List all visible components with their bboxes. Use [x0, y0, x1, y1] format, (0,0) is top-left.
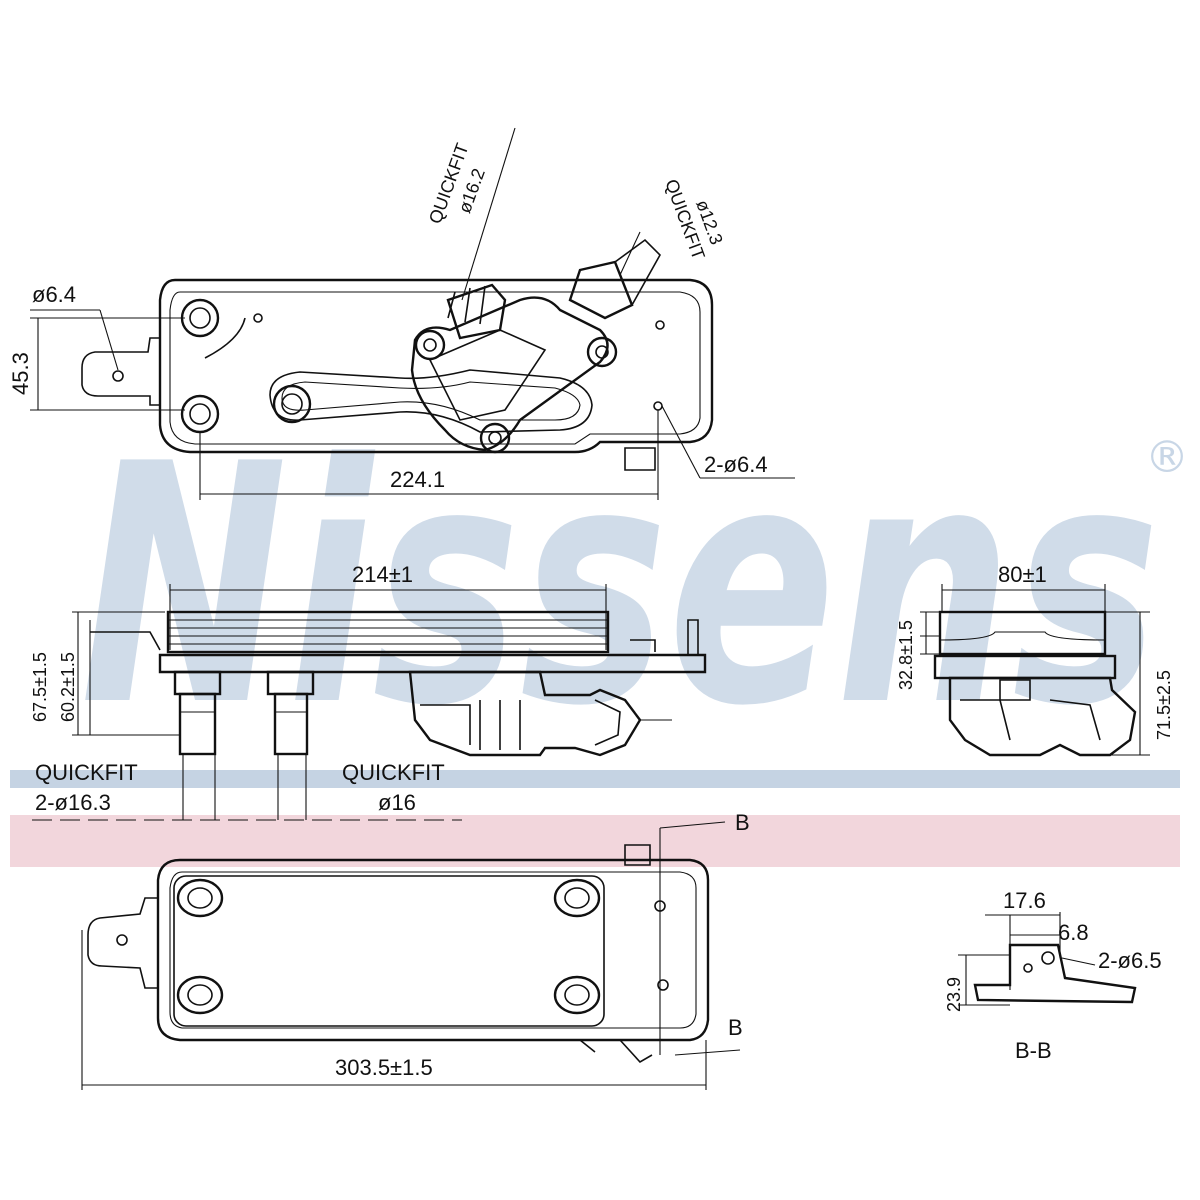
quickfit-left-label: QUICKFIT	[35, 760, 138, 785]
end-height-core: 32.8±1.5	[896, 620, 916, 690]
section-height: 23.9	[944, 977, 964, 1012]
section-bb-annotations: 17.6 6.8 23.9 2-ø6.5 B-B	[944, 888, 1162, 1063]
end-height-total: 71.5±2.5	[1154, 670, 1174, 740]
section-marker-bottom: B	[728, 1015, 743, 1040]
bottom-plate-outline	[156, 858, 710, 1042]
watermark-registered: ®	[1145, 432, 1189, 483]
quickfit-left-size: 2-ø16.3	[35, 790, 111, 815]
end-view	[920, 584, 1150, 757]
section-offset: 6.8	[1058, 920, 1089, 945]
side-view-annotations: 214±1 67.5±1.5 60.2±1.5 QUICKFIT 2-ø16.3…	[30, 562, 445, 815]
top-bolt-spacing: 224.1	[390, 467, 445, 492]
top-holes: 2-ø6.4	[704, 452, 768, 477]
top-view	[30, 127, 795, 500]
side-view	[32, 584, 707, 821]
overall-length: 303.5±1.5	[335, 1055, 433, 1080]
side-height-core: 60.2±1.5	[58, 652, 78, 722]
side-length: 214±1	[352, 562, 413, 587]
end-view-annotations: 80±1 32.8±1.5 71.5±2.5	[896, 562, 1174, 740]
section-title: B-B	[1015, 1038, 1052, 1063]
end-width: 80±1	[998, 562, 1047, 587]
watermark-band-blue	[10, 770, 1180, 788]
top-hole-dia: ø6.4	[32, 282, 76, 307]
section-bb	[958, 912, 1137, 1006]
section-width: 17.6	[1003, 888, 1046, 913]
top-height: 45.3	[8, 352, 33, 395]
section-holes: 2-ø6.5	[1098, 948, 1162, 973]
watermark: Nissens ®	[10, 394, 1189, 867]
watermark-band-pink	[10, 815, 1180, 867]
section-marker-top: B	[735, 810, 750, 835]
side-height-total: 67.5±1.5	[30, 652, 50, 722]
bottom-view-annotations: B B 303.5±1.5	[335, 810, 750, 1080]
bottom-view	[81, 821, 741, 1090]
quickfit-mid-label: QUICKFIT	[342, 760, 445, 785]
quickfit-mid-size: ø16	[378, 790, 416, 815]
top-plate-outline	[158, 278, 714, 454]
